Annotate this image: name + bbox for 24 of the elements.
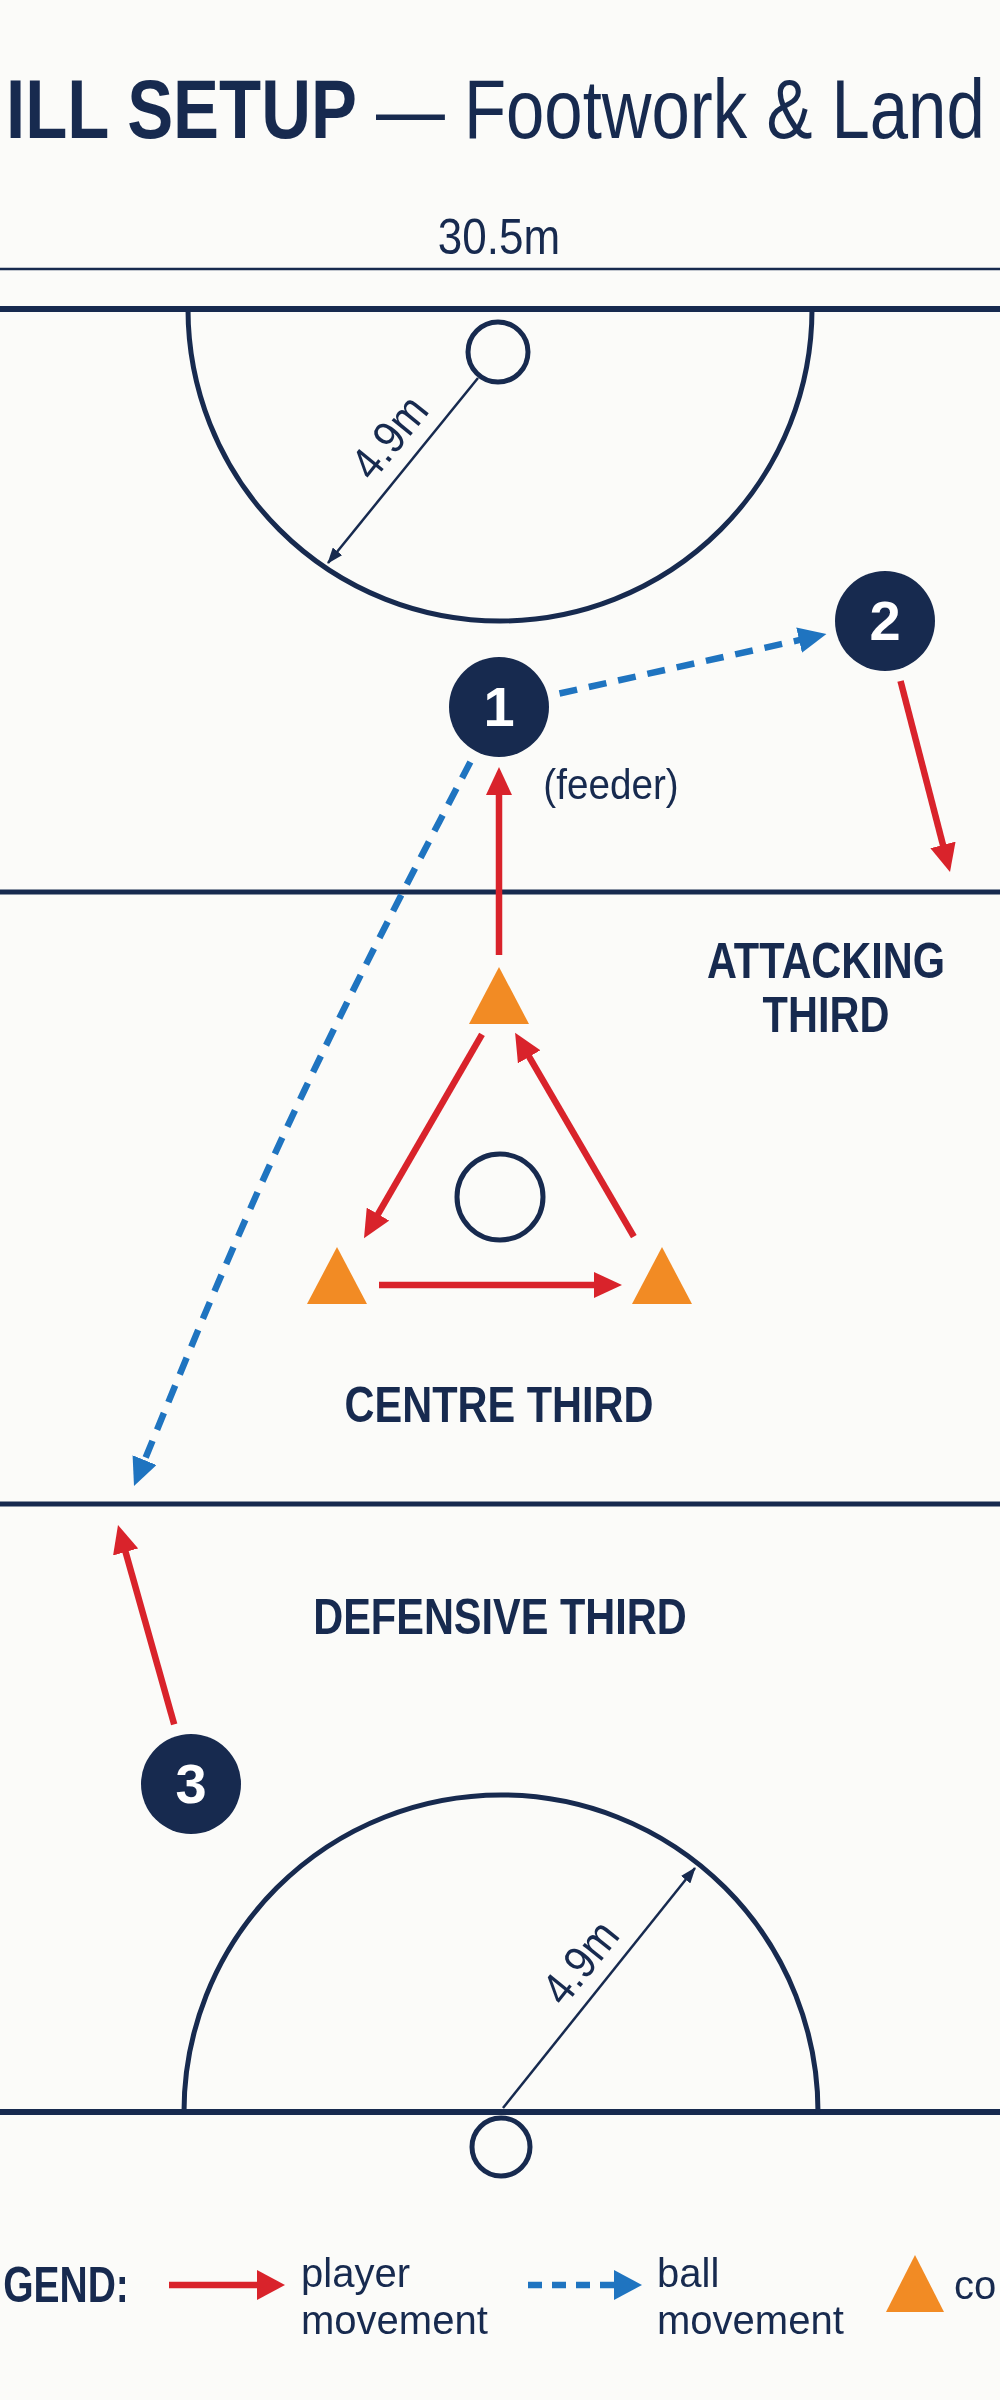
arrow	[364, 1032, 485, 1239]
player-token: 3	[141, 1734, 241, 1834]
dimension-label: 4.9m	[533, 1911, 627, 2013]
arrow	[113, 1525, 178, 1726]
dimension-label: 4.9m	[342, 386, 436, 488]
dashed-arrow	[558, 627, 827, 697]
arrow	[515, 1032, 637, 1239]
legend-label: player movement	[301, 2250, 488, 2344]
title: ILL SETUP — Footwork & Land	[6, 67, 985, 151]
dashed-arrow	[132, 760, 474, 1486]
node-caption: (feeder)	[543, 764, 679, 806]
cone-icon	[307, 1247, 367, 1304]
player-token: 1	[449, 657, 549, 757]
dimension-label: 30.5m	[437, 212, 561, 262]
player-token: 2	[835, 571, 935, 671]
legend-title: GEND:	[3, 2260, 129, 2310]
legend-label: co	[954, 2262, 997, 2309]
legend-label: ball movement	[657, 2250, 844, 2344]
zone-label: ATTACKING THIRD	[706, 934, 946, 1042]
cone-icon	[632, 1247, 692, 1304]
zone-label: DEFENSIVE THIRD	[313, 1592, 687, 1642]
arrow	[897, 680, 956, 872]
cone-icon	[469, 967, 529, 1024]
zone-label: CENTRE THIRD	[344, 1380, 654, 1430]
